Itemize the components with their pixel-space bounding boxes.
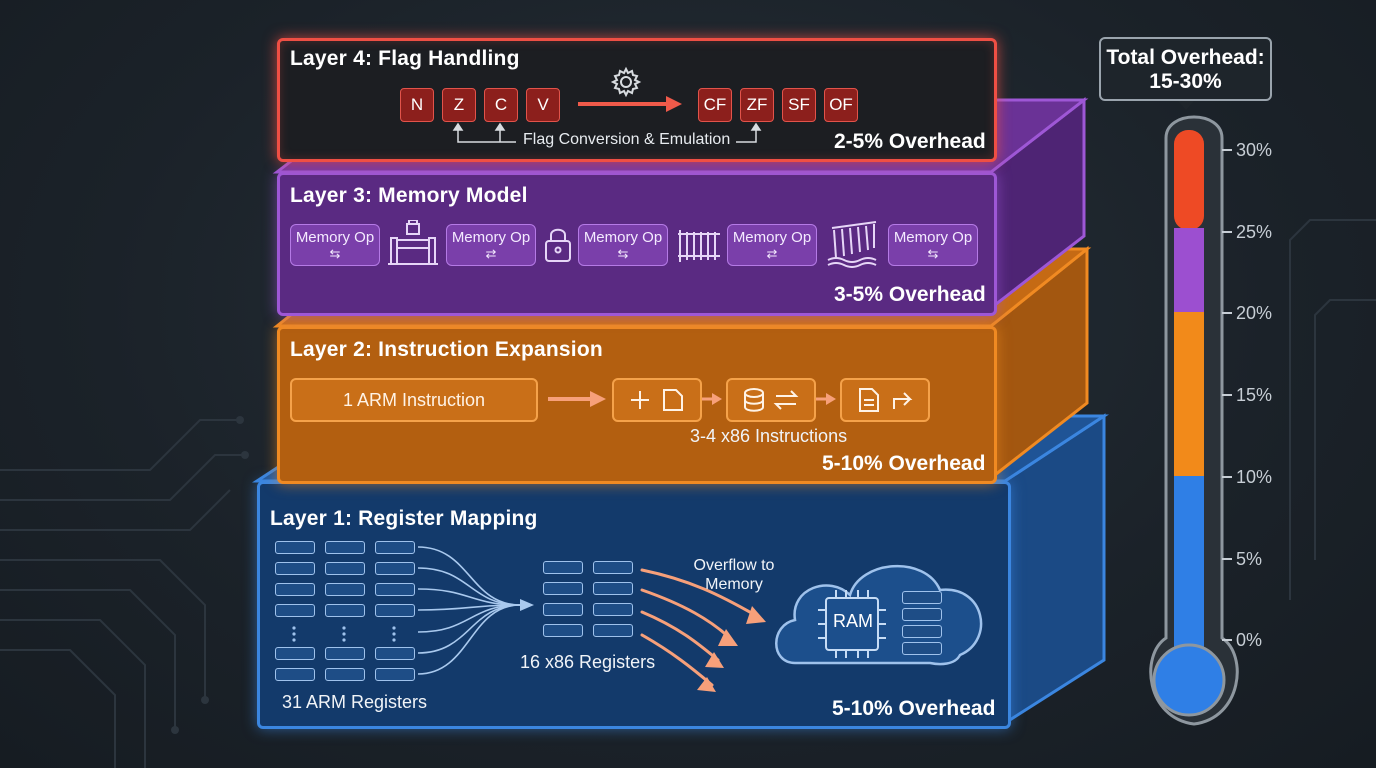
- x86-register: [593, 624, 633, 637]
- x86-instruction-store: [840, 378, 930, 422]
- total-overhead-title: Total Overhead:: [1106, 46, 1265, 69]
- flag-conversion-caption: Flag Conversion & Emulation: [523, 131, 731, 148]
- memory-register: [902, 608, 942, 621]
- tick-label: 25%: [1236, 222, 1273, 242]
- arm-register: [375, 668, 415, 681]
- thermo-segment-layer4: [1174, 130, 1204, 230]
- tick-label: 15%: [1236, 385, 1273, 405]
- memory-op: Memory Op⇄: [446, 224, 536, 266]
- arm-register: [275, 541, 315, 554]
- arm-register: [275, 647, 315, 660]
- layer3-title: Layer 3: Memory Model: [290, 184, 528, 207]
- lock-icon: [545, 228, 571, 262]
- arm-register: [375, 541, 415, 554]
- layer3-overhead: 3-5% Overhead: [834, 283, 986, 306]
- x86-register: [543, 624, 583, 637]
- arm-register: [325, 668, 365, 681]
- memory-register: [902, 591, 942, 604]
- arm-register: [375, 647, 415, 660]
- layer2-overhead: 5-10% Overhead: [822, 452, 986, 475]
- memory-op: Memory Op⇆: [290, 224, 380, 266]
- tick-label: 20%: [1236, 303, 1273, 323]
- file-redirect-icon: [859, 388, 913, 412]
- thermo-segment-layer2: [1174, 312, 1204, 478]
- arm-register: [275, 668, 315, 681]
- tick-label: 10%: [1236, 467, 1273, 487]
- arm-register: [375, 562, 415, 575]
- memory-op: Memory Op⇆: [578, 224, 668, 266]
- arm-register: [375, 583, 415, 596]
- total-overhead-callout: Total Overhead: 15-30%: [1099, 37, 1272, 101]
- x86-instruction-load: [726, 378, 816, 422]
- x86-instruction-add: [612, 378, 702, 422]
- arm-register: [275, 604, 315, 617]
- tick-label: 5%: [1236, 549, 1263, 569]
- database-swap-icon: [744, 388, 799, 412]
- add-file-icon: [631, 389, 683, 411]
- x86-register: [593, 561, 633, 574]
- arm-flag: V: [526, 88, 560, 122]
- arm-register: [325, 647, 365, 660]
- arm-register: [325, 604, 365, 617]
- layer1-title: Layer 1: Register Mapping: [270, 507, 538, 530]
- gear-icon: [610, 66, 642, 98]
- layer4-box: [277, 38, 997, 162]
- x86-register: [593, 603, 633, 616]
- memory-register: [902, 625, 942, 638]
- thermo-segment-layer1: [1174, 476, 1204, 666]
- tick-label: 30%: [1236, 140, 1273, 160]
- x86-flag: SF: [782, 88, 816, 122]
- arm-register: [325, 541, 365, 554]
- x86-flag: OF: [824, 88, 858, 122]
- ram-chip-icon: [818, 590, 886, 658]
- memory-op: Memory Op⇄: [727, 224, 817, 266]
- x86-instructions-caption: 3-4 x86 Instructions: [690, 426, 848, 446]
- tick-label: 0%: [1236, 630, 1263, 650]
- arm-registers-caption: 31 ARM Registers: [282, 692, 428, 712]
- arm-flag: C: [484, 88, 518, 122]
- arm-instruction-box: 1 ARM Instruction: [290, 378, 538, 422]
- layer1-overhead: 5-10% Overhead: [832, 697, 996, 720]
- x86-register: [543, 582, 583, 595]
- ram-label: RAM: [833, 611, 873, 631]
- memory-op: Memory Op⇆: [888, 224, 978, 266]
- layer4-title: Layer 4: Flag Handling: [290, 47, 520, 70]
- arm-register: [275, 562, 315, 575]
- dam-icon: [827, 221, 877, 268]
- arm-register: [275, 583, 315, 596]
- layer4-overhead: 2-5% Overhead: [834, 130, 986, 153]
- x86-flag: CF: [698, 88, 732, 122]
- memory-register: [902, 642, 942, 655]
- arm-flag: Z: [442, 88, 476, 122]
- fence-icon: [678, 230, 720, 262]
- arm-register: [325, 562, 365, 575]
- x86-flag: ZF: [740, 88, 774, 122]
- thermo-segment-layer3: [1174, 228, 1204, 314]
- barrier-icon: [388, 220, 438, 265]
- arm-register: [375, 604, 415, 617]
- layer2-title: Layer 2: Instruction Expansion: [290, 338, 603, 361]
- x86-register: [593, 582, 633, 595]
- x86-register: [543, 561, 583, 574]
- overflow-caption: Overflow to Memory: [693, 557, 775, 593]
- x86-registers-caption: 16 x86 Registers: [520, 652, 656, 672]
- arm-flag: N: [400, 88, 434, 122]
- total-overhead-value: 15-30%: [1149, 70, 1222, 93]
- arm-register: [325, 583, 365, 596]
- x86-register: [543, 603, 583, 616]
